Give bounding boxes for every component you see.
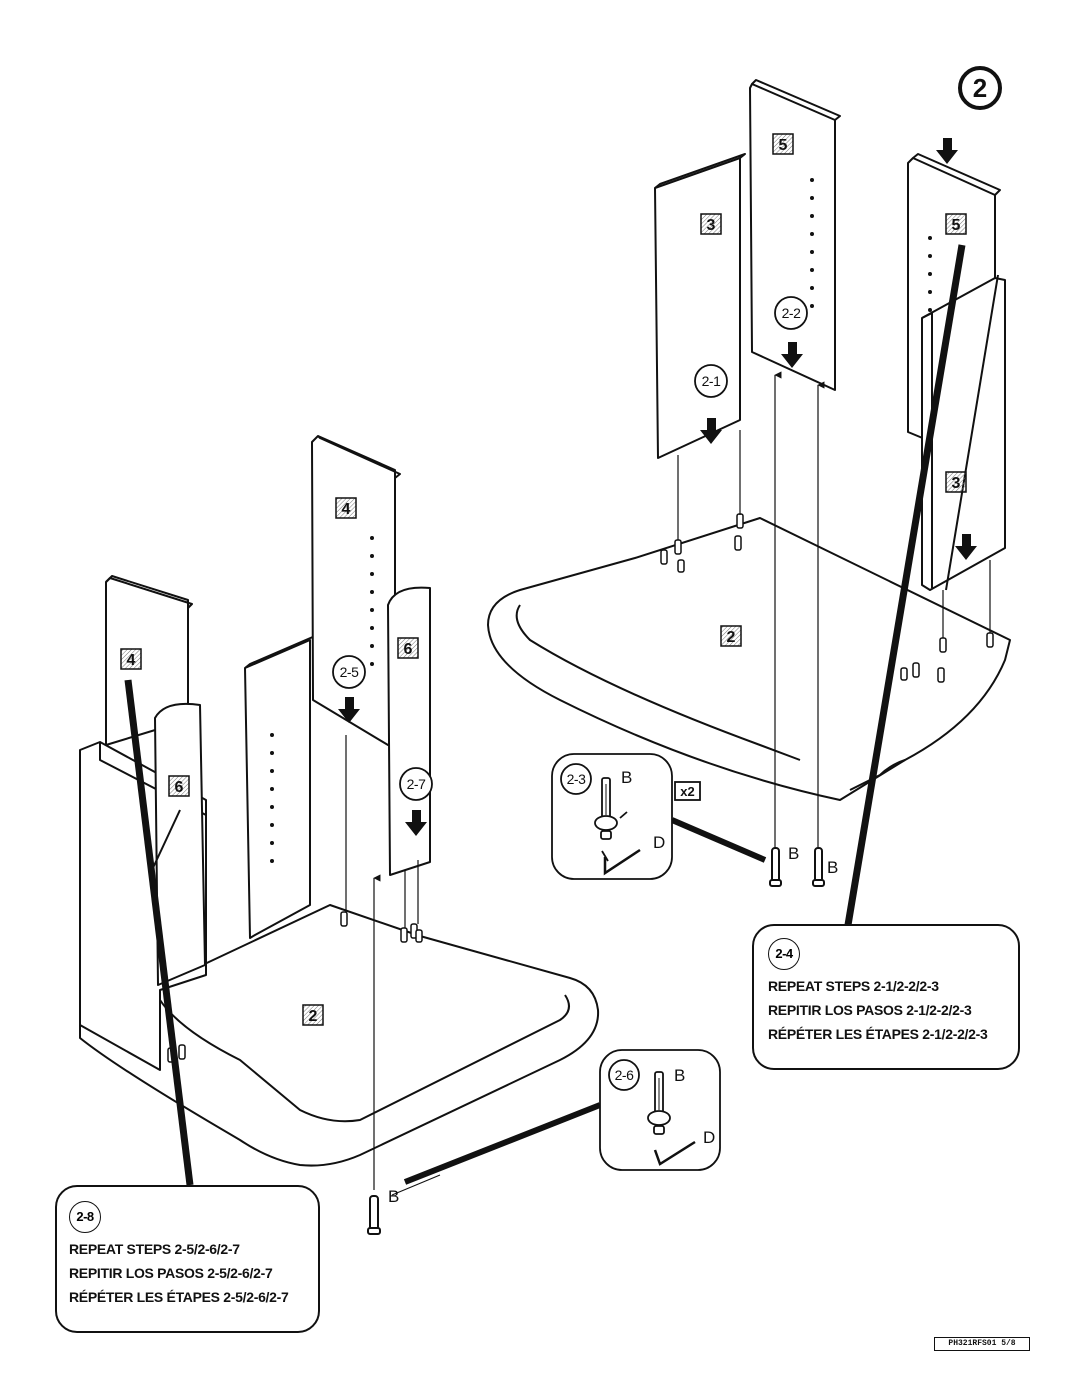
down-arrow-icon <box>338 697 360 723</box>
left-back-panel <box>244 639 311 939</box>
callout-2-4: 2-4 REPEAT STEPS 2-1/2-2/2-3 REPITIR LOS… <box>752 924 1020 1070</box>
left-panel-6-b <box>387 586 431 876</box>
svg-text:D: D <box>653 833 665 852</box>
callout-badge: 2-4 <box>768 938 800 970</box>
svg-text:5: 5 <box>779 137 788 154</box>
svg-text:D: D <box>703 1128 715 1147</box>
callout-line-es: REPITIR LOS PASOS 2-5/2-6/2-7 <box>69 1265 273 1281</box>
right-panel-3-back <box>654 157 741 459</box>
svg-text:2-3: 2-3 <box>567 771 586 787</box>
svg-text:5: 5 <box>952 217 961 234</box>
svg-text:2: 2 <box>309 1008 318 1025</box>
down-arrow-icon <box>955 534 977 560</box>
step-number-badge: 2 <box>958 66 1002 110</box>
part-label-4: 4 <box>335 497 357 519</box>
svg-text:x2: x2 <box>680 784 694 799</box>
svg-text:6: 6 <box>404 641 413 658</box>
svg-text:4: 4 <box>342 501 351 518</box>
detail-2-3: 2-3 B D <box>551 753 767 880</box>
detail-2-6: 2-6 B D <box>403 1049 721 1185</box>
document-reference: PH321RFS01 5/8 <box>934 1337 1030 1351</box>
bolt-icon <box>812 847 825 887</box>
right-assembly <box>487 79 1011 926</box>
svg-text:B: B <box>674 1066 685 1085</box>
part-label-3: 3 <box>700 213 722 235</box>
part-label-5: 5 <box>772 133 794 155</box>
left-base-panel <box>79 904 600 1167</box>
svg-text:6: 6 <box>175 779 184 796</box>
svg-text:2-1: 2-1 <box>702 373 721 389</box>
bolt-icon <box>647 1071 671 1135</box>
callout-line-es: REPITIR LOS PASOS 2-1/2-2/2-3 <box>768 1002 972 1018</box>
svg-text:2-7: 2-7 <box>407 776 426 792</box>
down-arrow-icon <box>936 138 958 164</box>
left-assembly <box>79 435 600 1235</box>
bolt-letter: B <box>788 844 799 863</box>
hex-key-icon <box>653 1140 696 1166</box>
down-arrow-icon <box>700 418 722 444</box>
svg-text:2-6: 2-6 <box>615 1067 634 1083</box>
svg-text:4: 4 <box>127 652 136 669</box>
svg-text:2-5: 2-5 <box>340 664 359 680</box>
bolt-icon <box>594 777 628 862</box>
left-panel-6-a <box>154 702 206 986</box>
left-panel-4-a <box>105 575 189 746</box>
quantity-badge: x2 <box>674 781 701 801</box>
callout-line-en: REPEAT STEPS 2-5/2-6/2-7 <box>69 1241 240 1257</box>
svg-text:3: 3 <box>952 475 961 492</box>
part-label-4: 4 <box>120 648 142 670</box>
step-number-text: 2 <box>973 73 987 103</box>
part-label-5: 5 <box>945 213 967 235</box>
callout-2-8: 2-8 REPEAT STEPS 2-5/2-6/2-7 REPITIR LOS… <box>55 1185 320 1333</box>
callout-line-fr: RÉPÉTER LES ÉTAPES 2-5/2-6/2-7 <box>69 1289 289 1305</box>
callout-badge: 2-8 <box>69 1201 101 1233</box>
part-label-3: 3 <box>945 471 967 493</box>
hex-key-icon <box>603 848 641 876</box>
part-label-6: 6 <box>397 637 419 659</box>
svg-text:B: B <box>621 768 632 787</box>
svg-text:3: 3 <box>707 217 716 234</box>
step-badge-2-7: 2-7 <box>399 767 433 801</box>
bolt-icon <box>367 1195 381 1235</box>
step-badge-2-1: 2-1 <box>694 364 728 398</box>
part-label-2: 2 <box>302 1004 324 1026</box>
svg-text:2-2: 2-2 <box>782 305 801 321</box>
part-label-6: 6 <box>168 775 190 797</box>
bolt-letter: B <box>827 858 838 877</box>
step-badge-2-2: 2-2 <box>774 296 808 330</box>
bolt-icon <box>769 847 782 887</box>
step-badge-2-5: 2-5 <box>332 655 366 689</box>
bolt-letter: B <box>388 1187 399 1206</box>
svg-text:2: 2 <box>727 629 736 646</box>
down-arrow-icon <box>781 342 803 368</box>
right-panel-5-center <box>749 83 836 391</box>
callout-line-en: REPEAT STEPS 2-1/2-2/2-3 <box>768 978 939 994</box>
down-arrow-icon <box>405 810 427 836</box>
part-label-2: 2 <box>720 625 742 647</box>
callout-line-fr: RÉPÉTER LES ÉTAPES 2-1/2-2/2-3 <box>768 1026 988 1042</box>
